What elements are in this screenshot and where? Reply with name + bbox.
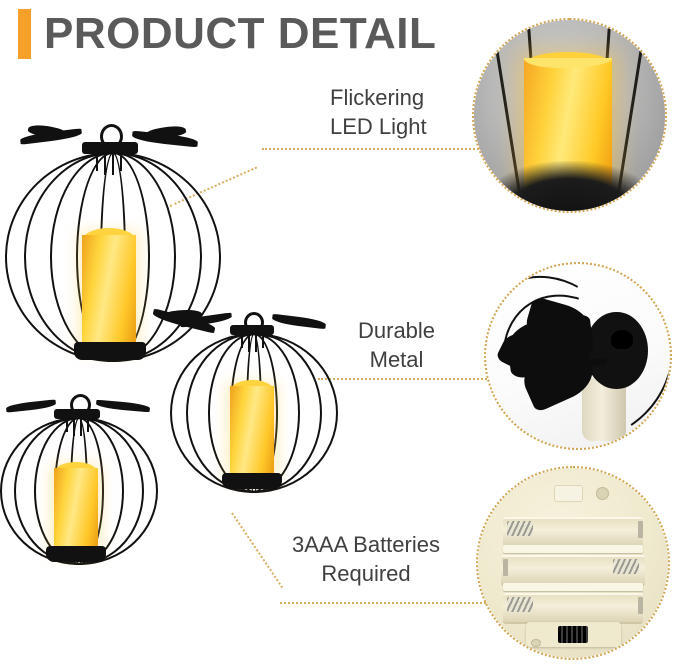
leaf-icon bbox=[5, 399, 57, 413]
product-photo bbox=[0, 100, 340, 590]
led-candle bbox=[82, 235, 136, 348]
callout-line-1: Durable bbox=[358, 318, 436, 343]
large-pumpkin-lantern bbox=[2, 120, 232, 370]
leaf-icon bbox=[95, 399, 151, 413]
lantern-base bbox=[74, 342, 146, 360]
leaf-icon bbox=[179, 312, 233, 328]
lantern-base bbox=[222, 473, 282, 489]
inset-ring-led bbox=[472, 18, 667, 213]
top-cap bbox=[230, 325, 274, 335]
callout-line-2: LED Light bbox=[330, 114, 427, 139]
candle-top bbox=[54, 462, 98, 473]
callout-line-1: Flickering bbox=[330, 85, 425, 110]
accent-bar bbox=[18, 9, 31, 59]
top-cap bbox=[82, 142, 138, 154]
inset-ring-metal bbox=[484, 262, 672, 450]
callout-line-1: 3AAA Batteries bbox=[292, 532, 440, 557]
page-title: PRODUCT DETAIL bbox=[44, 9, 437, 58]
lantern-base bbox=[46, 546, 106, 562]
led-candle bbox=[230, 386, 274, 478]
top-cap bbox=[54, 409, 100, 419]
callout-line-2: Metal bbox=[369, 347, 424, 372]
callout-label-3aaa-batteries-required: 3AAA Batteries Required bbox=[292, 530, 440, 588]
callout-label-durable-metal: Durable Metal bbox=[358, 316, 435, 374]
led-candle bbox=[54, 468, 98, 552]
callout-label-flickering-led-light: Flickering LED Light bbox=[330, 83, 427, 141]
medium-pumpkin-lantern bbox=[168, 310, 344, 510]
callout-line-2: Required bbox=[321, 561, 411, 586]
candle-top bbox=[230, 380, 274, 391]
page-header: PRODUCT DETAIL bbox=[0, 0, 679, 72]
inset-ring-battery bbox=[476, 466, 670, 660]
leaf-icon bbox=[271, 313, 327, 330]
small-pumpkin-lantern bbox=[0, 390, 166, 570]
